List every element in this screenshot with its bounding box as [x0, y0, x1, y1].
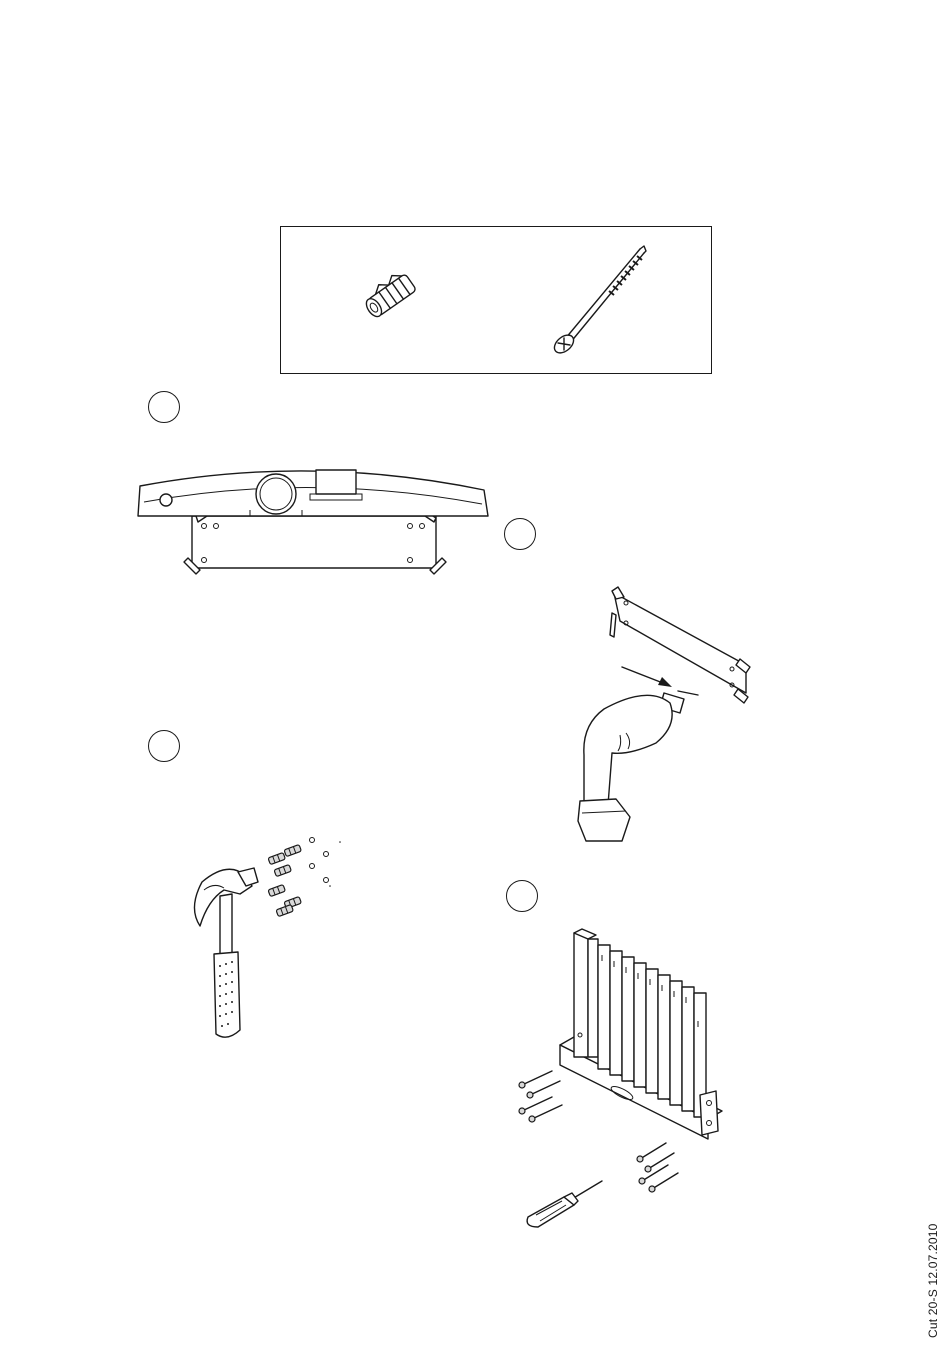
step-1-number-circle — [148, 391, 180, 423]
document-footer-code: Cut 20-S 12.07.2010 — [926, 1223, 940, 1338]
step-4-number-circle — [506, 880, 538, 912]
screws-right — [637, 1143, 678, 1192]
parts-box — [280, 226, 712, 374]
step-3-number-circle — [148, 730, 180, 762]
screws-left — [519, 1071, 562, 1122]
wall-plug-icon — [359, 263, 425, 327]
long-screw-icon — [547, 243, 657, 355]
step-4-illustration — [512, 925, 724, 1235]
step-2-illustration — [560, 585, 760, 850]
screwdriver-icon — [527, 1181, 602, 1227]
step-2-number-circle — [504, 518, 536, 550]
step-3-illustration — [180, 830, 350, 1045]
wall-plugs — [268, 845, 301, 917]
step-1-illustration — [130, 460, 500, 590]
